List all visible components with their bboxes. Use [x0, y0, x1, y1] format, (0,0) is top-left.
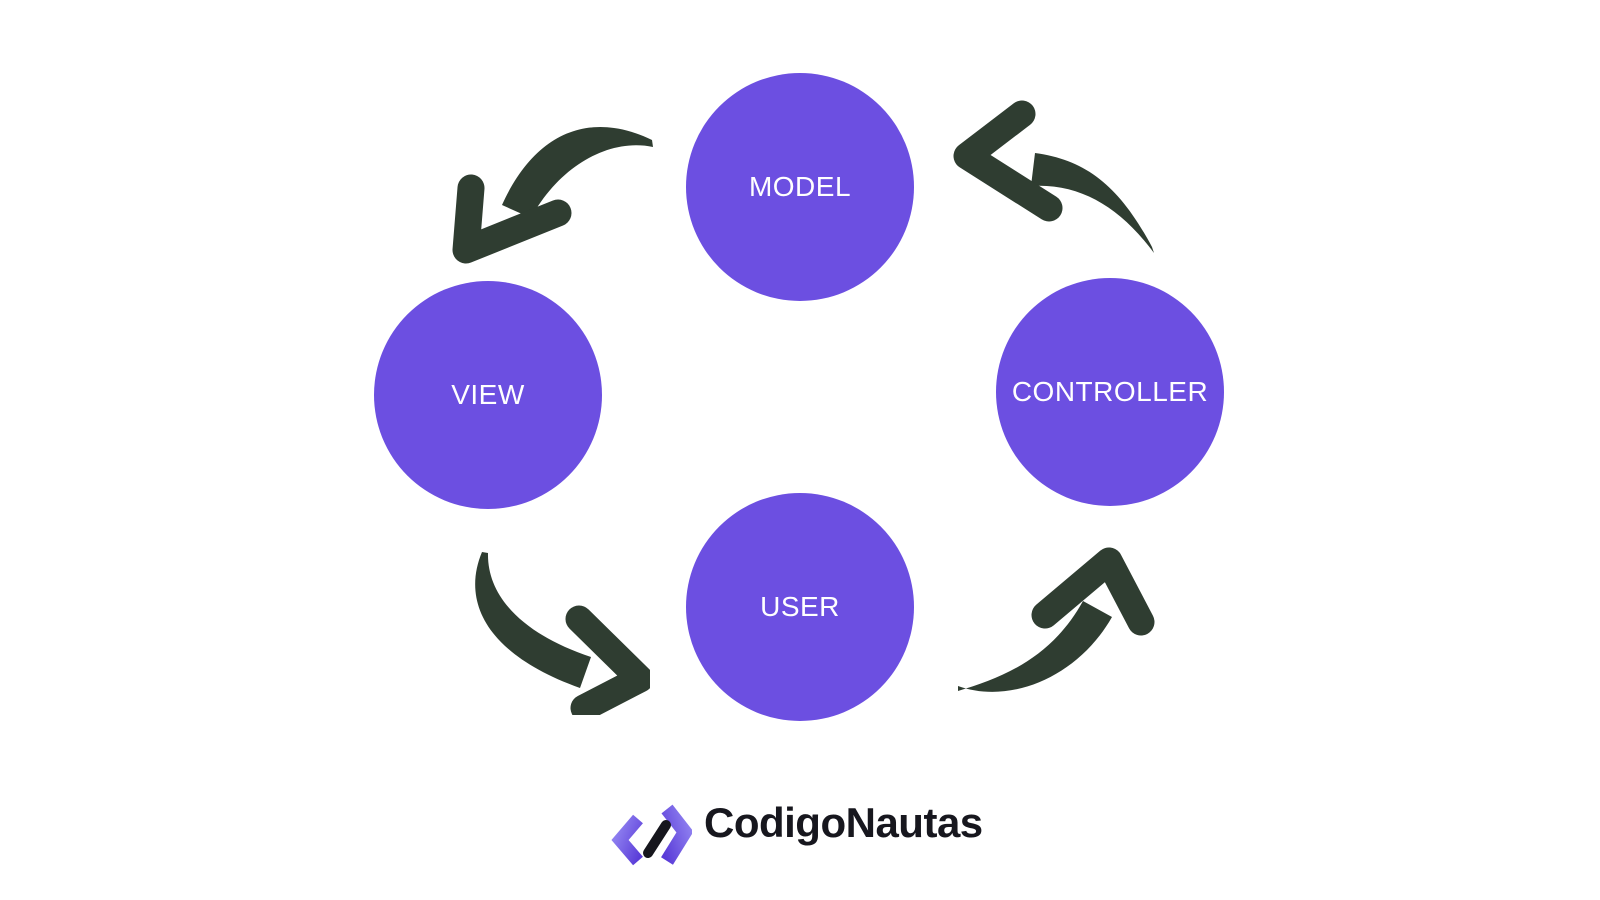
arrow-model-to-view-icon — [452, 126, 653, 264]
node-user: USER — [686, 493, 914, 721]
arrow-user-to-controller-icon — [958, 547, 1155, 692]
arrow-view-to-user-icon — [475, 552, 650, 715]
brand-name: CodigoNautas — [704, 799, 983, 846]
node-view-label: VIEW — [451, 379, 525, 410]
arrow-controller-to-model-icon — [953, 100, 1154, 253]
brand-logo: CodigoNautas — [610, 782, 983, 870]
node-model: MODEL — [686, 73, 914, 301]
node-controller-label: CONTROLLER — [1011, 376, 1209, 407]
node-user-label: USER — [760, 591, 840, 622]
code-brackets-icon — [611, 804, 692, 866]
node-controller: CONTROLLER — [996, 278, 1224, 506]
node-model-label: MODEL — [748, 171, 852, 202]
node-view: VIEW — [374, 281, 602, 509]
